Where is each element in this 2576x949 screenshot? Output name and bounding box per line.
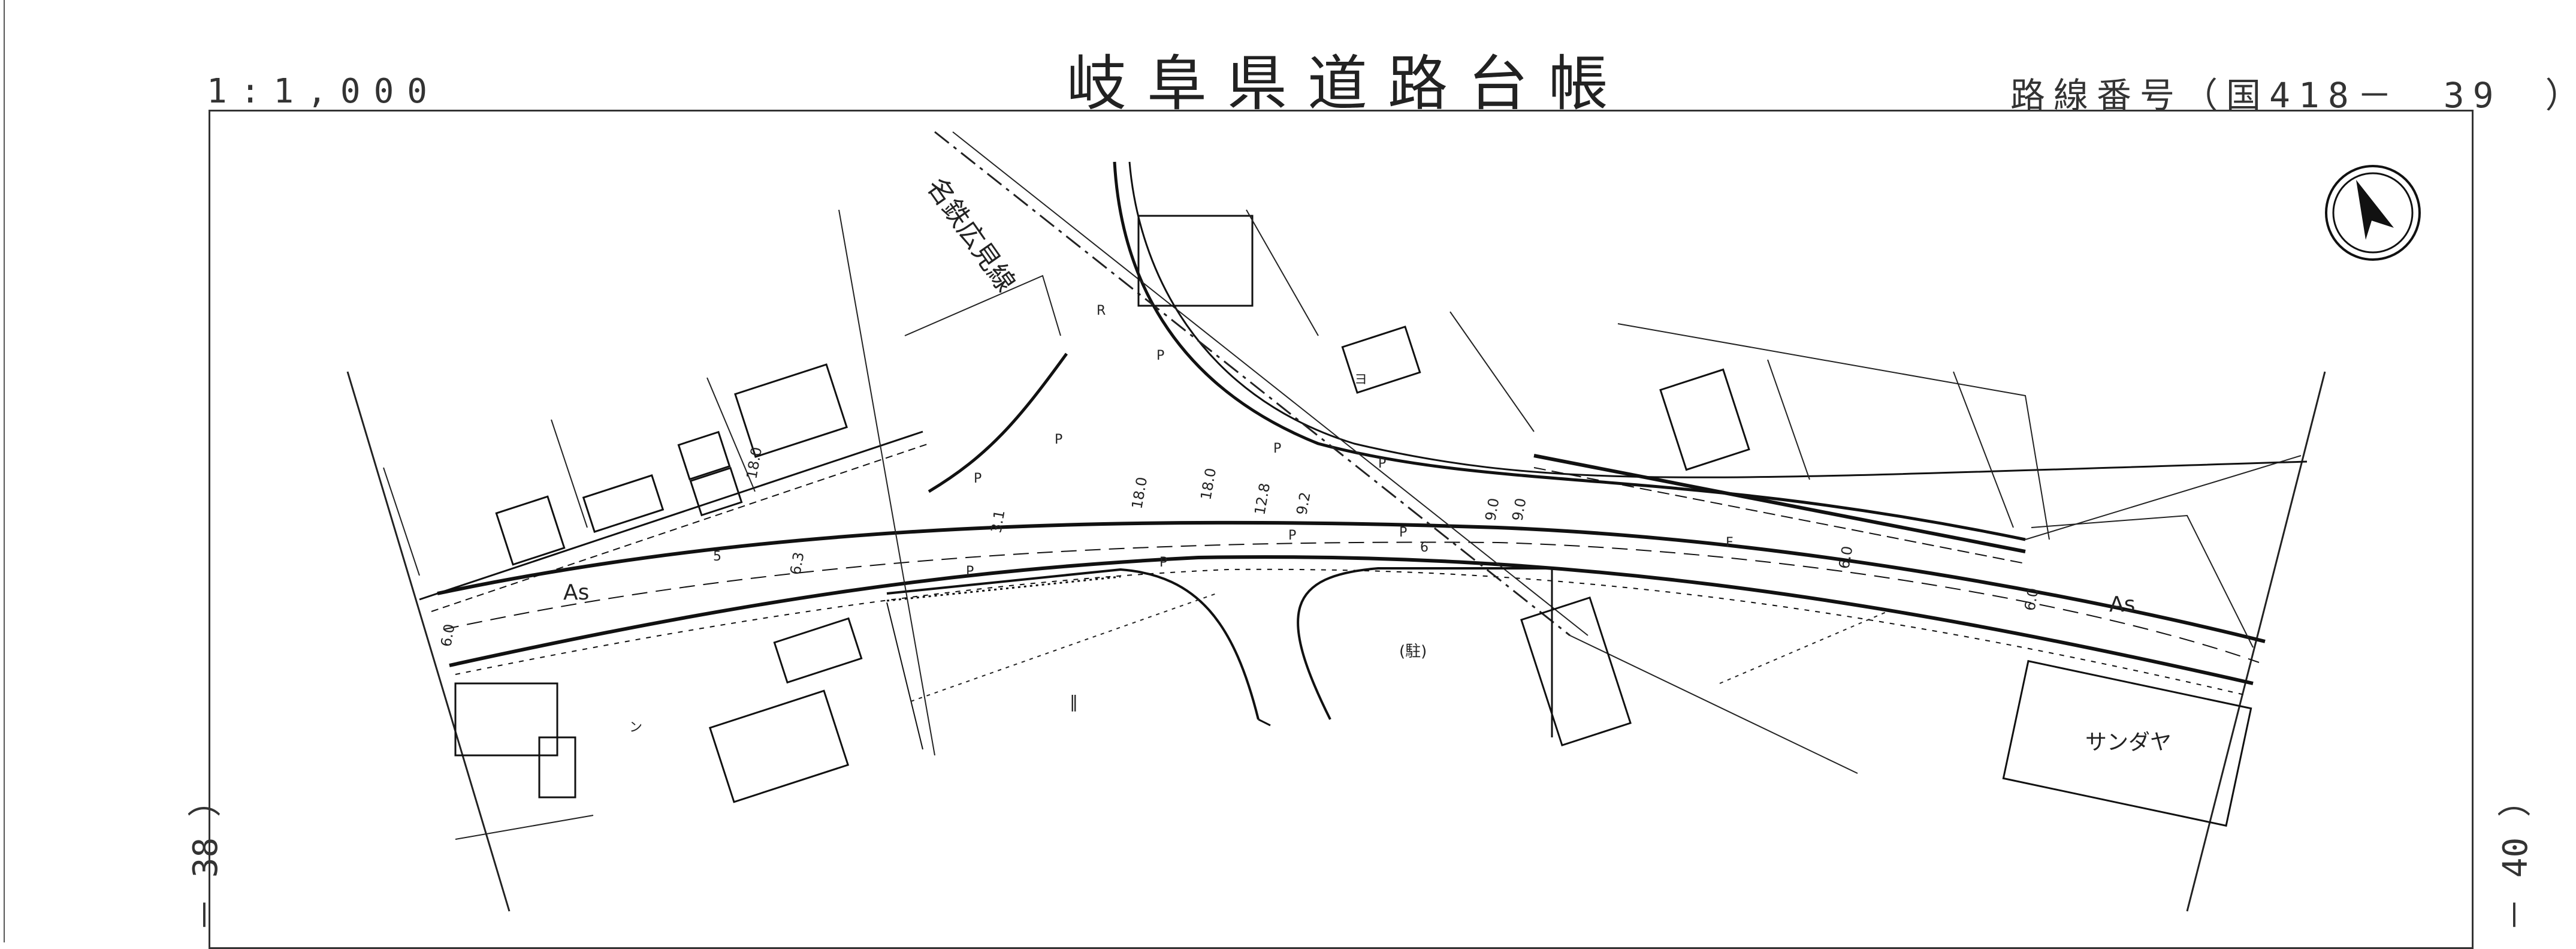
parking-mark: P xyxy=(1288,528,1296,543)
width-label: 12.8 xyxy=(1251,482,1273,516)
parking-mark: P xyxy=(1159,555,1167,570)
parking-mark: P xyxy=(1378,456,1386,471)
railway-line xyxy=(934,131,1858,774)
pavement-label-west: As xyxy=(563,580,589,605)
parking-mark: P xyxy=(974,471,982,486)
route-number-label: 路線番号（国418－ 39 ） xyxy=(2010,75,2576,116)
misc-mark: 6 xyxy=(1420,540,1429,555)
parking-mark: P xyxy=(1399,525,1407,540)
misc-marks: 5 6 R F ヨ ン xyxy=(629,303,1734,735)
lot-mark: ‖ xyxy=(1070,692,1078,712)
width-label: 18.0 xyxy=(1197,467,1219,501)
parking-mark: P xyxy=(966,564,974,579)
parking-mark: P xyxy=(1156,348,1164,363)
misc-mark: 5 xyxy=(713,549,721,564)
buildings xyxy=(454,215,2252,827)
scale-label: 1:1,000 xyxy=(207,72,441,111)
width-label: 9.2 xyxy=(1293,491,1313,516)
misc-mark: ヨ xyxy=(1354,372,1367,387)
width-label: 6.0 xyxy=(2021,587,2042,612)
main-road xyxy=(437,520,2266,696)
parking-mark: P xyxy=(1055,432,1062,447)
width-label: 6.0 xyxy=(1835,545,1856,570)
misc-mark: F xyxy=(1726,535,1734,550)
misc-mark: R xyxy=(1097,303,1106,318)
width-label: 9.0 xyxy=(1482,497,1502,522)
width-label: 9.0 xyxy=(1509,497,1529,522)
width-label: 18.0 xyxy=(743,446,765,480)
north-arrow-icon xyxy=(2325,165,2421,261)
width-label: 3.1 xyxy=(987,509,1008,534)
store-label: サンダヤ xyxy=(2085,730,2172,755)
width-label: 6.3 xyxy=(787,551,807,576)
page-title: 岐阜県道路台帳 xyxy=(1067,49,1629,119)
side-roads xyxy=(419,161,2308,612)
pavement-label-east: As xyxy=(2109,592,2135,617)
page-edge-line xyxy=(4,0,5,942)
parking-mark: P xyxy=(1273,441,1281,456)
property-lines xyxy=(383,209,2302,840)
misc-mark: ン xyxy=(629,720,642,735)
parking-marks: P P P P P P P P P xyxy=(966,348,1407,579)
cross-street-curbs xyxy=(886,567,1553,750)
width-label: 18.0 xyxy=(1128,476,1150,510)
map-boundary-lines xyxy=(346,371,2326,912)
parking-lot-label: (駐) xyxy=(1399,643,1427,661)
railway-label: 名鉄広見線 xyxy=(920,172,1021,297)
width-label: 6.0 xyxy=(437,623,458,648)
